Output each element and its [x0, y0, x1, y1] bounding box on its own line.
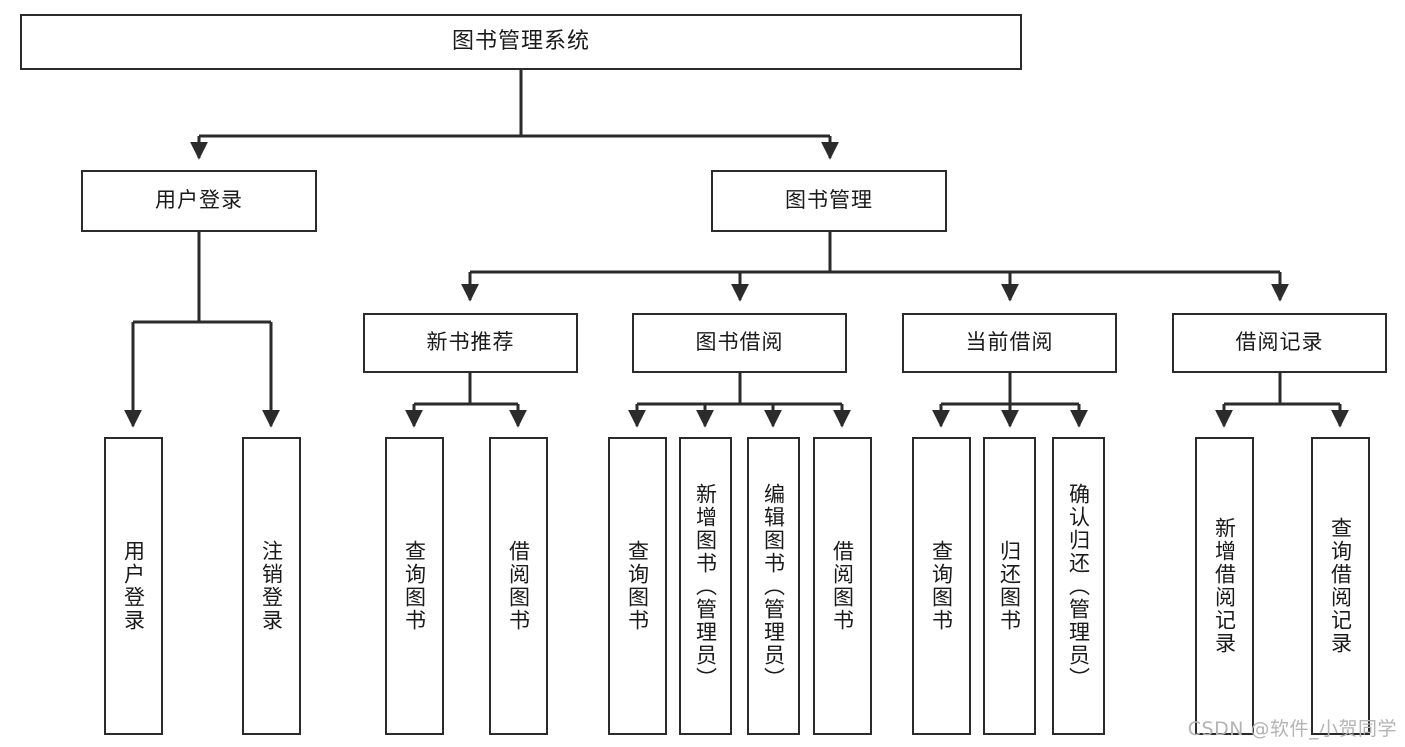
node-leaf-return-book[interactable]: 归还图书 — [983, 437, 1036, 735]
node-label: 借阅图书 — [506, 540, 531, 632]
node-label: 新书推荐 — [426, 330, 515, 355]
node-leaf-edit-book-admin[interactable]: 编辑图书（管理员） — [747, 437, 800, 735]
node-label: 图书借阅 — [695, 330, 784, 355]
node-label: 图书管理系统 — [451, 28, 590, 54]
node-leaf-confirm-return-admin[interactable]: 确认归还（管理员） — [1052, 437, 1105, 735]
node-leaf-query-book-borrow[interactable]: 查询图书 — [608, 437, 667, 735]
node-leaf-borrow-book-recommend[interactable]: 借阅图书 — [489, 437, 548, 735]
node-leaf-user-login[interactable]: 用户登录 — [104, 437, 163, 735]
node-label: 当前借阅 — [965, 330, 1054, 355]
node-label: 查询图书 — [625, 540, 650, 632]
node-book-borrow[interactable]: 图书借阅 — [632, 313, 847, 373]
node-label: 注销登录 — [259, 540, 284, 632]
node-leaf-query-book-recommend[interactable]: 查询图书 — [385, 437, 444, 735]
node-label: 新增借阅记录 — [1212, 517, 1237, 655]
node-label: 用户登录 — [155, 188, 243, 213]
node-label: 查询借阅记录 — [1328, 517, 1353, 655]
node-leaf-add-book-admin[interactable]: 新增图书（管理员） — [679, 437, 732, 735]
node-label: 编辑图书（管理员） — [761, 482, 786, 690]
node-new-book-recommend[interactable]: 新书推荐 — [363, 313, 578, 373]
node-book-management[interactable]: 图书管理 — [711, 170, 947, 232]
node-leaf-logout[interactable]: 注销登录 — [242, 437, 301, 735]
node-label: 查询图书 — [402, 540, 427, 632]
watermark: CSDN @软件_小贺同学 — [1187, 718, 1397, 740]
node-current-borrow[interactable]: 当前借阅 — [902, 313, 1117, 373]
node-leaf-add-borrow-record[interactable]: 新增借阅记录 — [1195, 437, 1254, 735]
node-label: 用户登录 — [121, 540, 146, 632]
node-label: 借阅图书 — [830, 540, 855, 632]
node-leaf-borrow-book[interactable]: 借阅图书 — [813, 437, 872, 735]
node-label: 归还图书 — [997, 540, 1022, 632]
node-label: 查询图书 — [929, 540, 954, 632]
node-label: 确认归还（管理员） — [1066, 482, 1091, 690]
node-borrow-record[interactable]: 借阅记录 — [1172, 313, 1387, 373]
node-leaf-query-book-current[interactable]: 查询图书 — [912, 437, 971, 735]
node-label: 新增图书（管理员） — [693, 482, 718, 690]
node-leaf-query-borrow-record[interactable]: 查询借阅记录 — [1311, 437, 1370, 735]
node-label: 借阅记录 — [1235, 330, 1324, 355]
node-user-login[interactable]: 用户登录 — [81, 170, 317, 232]
node-root-book-management-system[interactable]: 图书管理系统 — [20, 14, 1022, 70]
node-label: 图书管理 — [785, 188, 873, 213]
